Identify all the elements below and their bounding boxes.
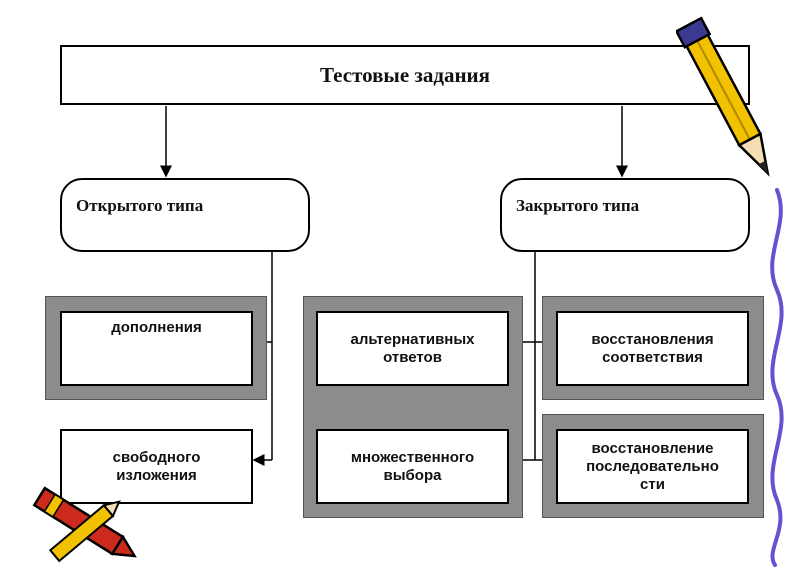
multiple-choice-label: множественного выбора: [350, 448, 475, 484]
addition-label: дополнения: [111, 319, 202, 336]
matching-label: восстановления соответствия: [591, 330, 714, 366]
free-statement-box: свободного изложения: [60, 429, 253, 504]
diagram-title: Тестовые задания: [319, 62, 491, 87]
free-statement-label: свободного изложения: [112, 448, 201, 484]
title-box: Тестовые задания: [60, 45, 750, 105]
open-type-box: Открытого типа: [60, 178, 310, 252]
pencil-icon: [676, 16, 770, 177]
crayon-icon: [32, 486, 137, 563]
open-type-label: Открытого типа: [76, 196, 204, 215]
sequence-box: восстановление последовательно сти: [556, 429, 749, 504]
squiggle-line-icon: [770, 188, 784, 567]
sequence-label: восстановление последовательно сти: [586, 439, 719, 493]
alternative-answers-box: альтернативных ответов: [316, 311, 509, 386]
closed-type-label: Закрытого типа: [516, 196, 640, 215]
addition-box: дополнения: [60, 311, 253, 386]
multiple-choice-box: множественного выбора: [316, 429, 509, 504]
closed-type-box: Закрытого типа: [500, 178, 750, 252]
alternative-answers-label: альтернативных ответов: [350, 330, 475, 366]
matching-box: восстановления соответствия: [556, 311, 749, 386]
